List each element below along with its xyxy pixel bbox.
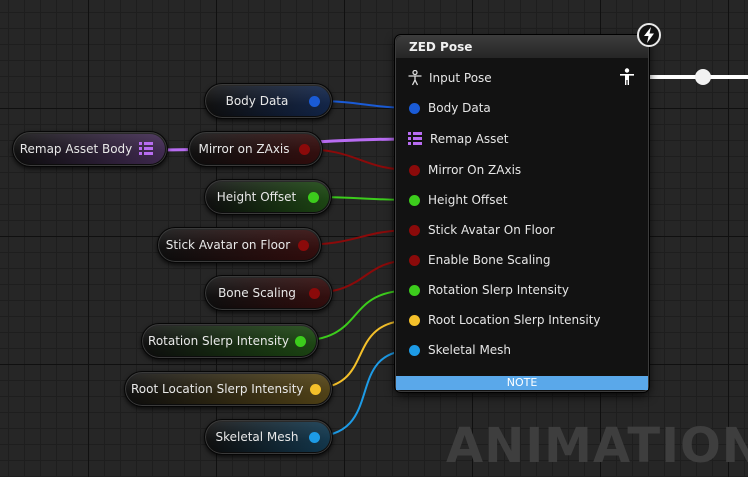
output-pin[interactable] [309,431,320,443]
array-pin-icon[interactable] [408,132,422,146]
array-pin-icon[interactable] [139,142,153,156]
variable-label: Body Data [225,94,289,108]
output-pin[interactable] [308,191,319,203]
variable-label: Rotation Slerp Intensity [148,334,289,348]
output-pin[interactable] [298,239,309,251]
zed-pose-node[interactable]: ZED Pose Input Pose Body Data Remap Asse… [395,35,649,392]
variable-node-bone-scaling[interactable]: Bone Scaling [204,275,333,311]
input-label: Skeletal Mesh [428,343,512,357]
input-pin[interactable] [409,314,420,326]
pose-person-icon[interactable] [619,68,635,86]
output-pin[interactable] [309,287,320,299]
input-label: Rotation Slerp Intensity [428,283,569,297]
variable-node-skeletal-mesh[interactable]: Skeletal Mesh [204,419,333,455]
wire-output-knot[interactable] [695,69,711,85]
input-label: Mirror On ZAxis [428,163,522,177]
input-pin[interactable] [409,224,420,236]
input-row-rotation-slerp-intensity[interactable]: Rotation Slerp Intensity [396,280,569,300]
variable-node-mirror-on-zaxis[interactable]: Mirror on ZAxis [188,131,323,167]
input-label: Enable Bone Scaling [428,253,551,267]
input-label: Input Pose [429,71,492,85]
input-label: Remap Asset [430,132,509,146]
output-pin[interactable] [309,383,321,395]
variable-label: Bone Scaling [218,286,296,300]
pose-pin-icon[interactable] [407,70,423,86]
input-pin[interactable] [409,164,420,176]
input-row-input-pose[interactable]: Input Pose [396,68,492,88]
input-row-root-location-slerp-intensity[interactable]: Root Location Slerp Intensity [396,310,601,330]
input-pin[interactable] [409,102,420,114]
output-pin[interactable] [299,143,310,155]
input-pin[interactable] [409,344,420,356]
input-row-height-offset[interactable]: Height Offset [396,190,508,210]
input-label: Height Offset [428,193,508,207]
note-bar[interactable]: NOTE [396,376,648,390]
variable-label: Stick Avatar on Floor [165,238,291,252]
output-pin[interactable] [295,335,306,347]
input-row-remap-asset[interactable]: Remap Asset [396,129,508,149]
variable-node-rotation-slerp-intensity[interactable]: Rotation Slerp Intensity [141,323,319,359]
variable-node-remap-asset-body[interactable]: Remap Asset Body [12,131,168,167]
input-row-enable-bone-scaling[interactable]: Enable Bone Scaling [396,250,551,270]
variable-label: Height Offset [216,190,297,204]
variable-label: Root Location Slerp Intensity [131,382,304,396]
lightning-icon [637,23,661,47]
node-title: ZED Pose [396,36,648,58]
variable-node-stick-avatar-on-floor[interactable]: Stick Avatar on Floor [157,227,322,263]
input-label: Stick Avatar On Floor [428,223,555,237]
input-label: Root Location Slerp Intensity [428,313,601,327]
variable-label: Remap Asset Body [19,142,133,156]
variable-label: Mirror on ZAxis [198,142,290,156]
variable-label: Skeletal Mesh [215,430,299,444]
variable-node-body-data[interactable]: Body Data [204,83,333,119]
input-row-stick-avatar-on-floor[interactable]: Stick Avatar On Floor [396,220,555,240]
input-pin[interactable] [409,194,420,206]
input-row-skeletal-mesh[interactable]: Skeletal Mesh [396,340,511,360]
variable-node-height-offset[interactable]: Height Offset [204,179,332,215]
output-pin[interactable] [309,95,320,107]
input-pin[interactable] [409,284,420,296]
input-row-body-data[interactable]: Body Data [396,98,491,118]
input-label: Body Data [428,101,491,115]
variable-node-root-location-slerp-intensity[interactable]: Root Location Slerp Intensity [124,371,333,407]
input-pin[interactable] [409,254,420,266]
input-row-mirror-on-zaxis[interactable]: Mirror On ZAxis [396,160,521,180]
animation-watermark: ANIMATION [446,418,748,474]
